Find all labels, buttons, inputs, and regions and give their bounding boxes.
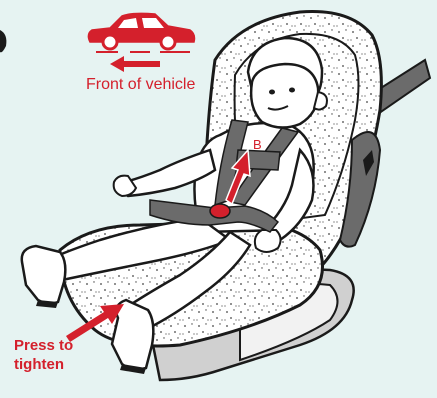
child-face (251, 64, 318, 128)
child-hand-right (255, 230, 281, 252)
edge-mark (0, 30, 6, 52)
shoe-left (22, 246, 66, 304)
press-to-tighten-label: Press to tighten (14, 336, 73, 374)
press-label-line1: Press to (14, 336, 73, 355)
press-label-line2: tighten (14, 355, 73, 374)
arrow-left-icon (110, 56, 160, 72)
buckle (210, 204, 230, 218)
car-icon (88, 13, 194, 52)
front-of-vehicle-label: Front of vehicle (86, 76, 195, 94)
child-eye-right (289, 88, 295, 93)
child-eye-left (269, 90, 275, 95)
belt-letter-label: B (253, 137, 262, 152)
